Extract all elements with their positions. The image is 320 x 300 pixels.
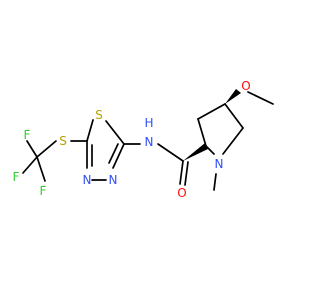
atom-label-layer: F F F S S N N H N O N O <box>13 79 251 200</box>
bond-pyrrolidine-c4-c5 <box>224 103 244 129</box>
atom-fluorine-top: F <box>24 128 31 142</box>
bond-pyrrolidine-n1-c2 <box>205 145 215 155</box>
atom-amide-nh-nitrogen: N <box>145 135 154 149</box>
bond-c-f-left <box>22 156 38 174</box>
atom-fluorine-left: F <box>13 170 20 184</box>
bond-layer <box>22 89 274 191</box>
bond-pyrrolidine-c3-c4 <box>197 103 226 120</box>
atom-methoxy-oxygen: O <box>241 79 250 93</box>
wedge-stereo-bond-c2 <box>183 143 208 161</box>
bond-carbonyl-o <box>179 160 184 185</box>
molecule-canvas: F F F S S N N H N O N O <box>12 79 274 200</box>
atom-carbonyl-oxygen: O <box>177 186 186 200</box>
atom-fluorine-bottom: F <box>40 184 47 198</box>
atom-amide-nh-hydrogen: H <box>144 116 153 130</box>
atom-nitrogen-ring-2: N <box>109 173 118 187</box>
bond-pyrrolidine-c2-c3 <box>197 118 207 147</box>
molecule-structure-diagram: F F F S S N N H N O N O <box>13 79 274 200</box>
bond-ring-c2-n3-double <box>108 143 119 164</box>
atom-sulfur-ring: S <box>95 108 103 122</box>
atom-sulfur-thioether: S <box>59 134 67 148</box>
bond-carbonyl-o-double <box>184 161 189 186</box>
bond-ring-s1-c2 <box>105 120 125 145</box>
bond-ring-c2-n3 <box>112 143 125 169</box>
bond-pyrrolidine-c5-n1 <box>222 127 244 155</box>
bond-ring-c5-s1 <box>86 119 94 142</box>
bond-o-methyl <box>247 91 274 105</box>
wedge-stereo-bond-c4 <box>225 89 241 104</box>
bond-nh-carbonyl <box>157 143 184 162</box>
atom-nitrogen-ring-1: N <box>83 173 92 187</box>
bond-n-methyl <box>213 173 217 191</box>
bond-c-f-bottom <box>36 156 46 182</box>
bond-c-s <box>36 140 57 158</box>
atom-pyrrolidine-nitrogen: N <box>215 157 224 171</box>
bond-c-f-top <box>26 140 38 158</box>
